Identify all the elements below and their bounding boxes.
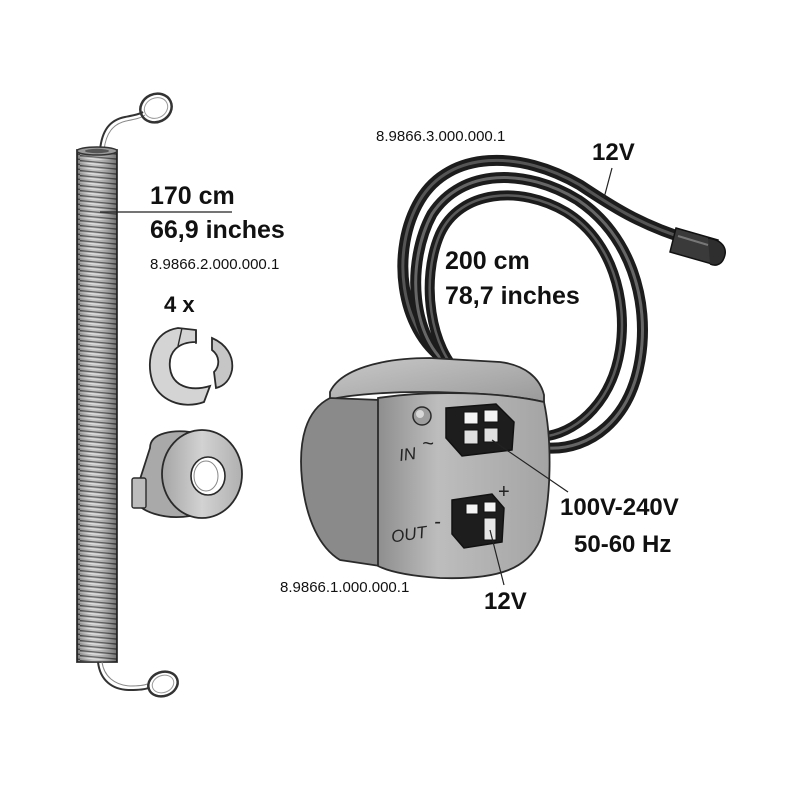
input-voltage-label: 100V-240V [560,494,679,521]
cable-part-number: 8.9866.3.000.000.1 [376,128,506,145]
cable-coil-illustration [397,154,696,454]
transformer-part-number: 8.9866.1.000.000.1 [280,579,410,596]
output-plus-symbol: + [498,481,510,503]
output-port-label: OUT [389,522,429,547]
grommet-quantity-label: 4 x [164,292,195,317]
output-minus-symbol: - [434,511,441,533]
grommet-illustration [131,429,243,519]
spring-part-number: 8.9866.2.000.000.1 [150,256,280,273]
spring-conduit-illustration [76,92,232,698]
input-ac-symbol: ~ [422,433,434,455]
spring-length-cm-label: 170 cm [150,182,235,210]
transformer-box-illustration [300,357,569,586]
input-port-label: IN [397,443,418,466]
cable-plug-illustration [603,167,726,266]
input-frequency-label: 50-60 Hz [574,531,672,558]
cable-length-cm-label: 200 cm [445,247,530,275]
cable-voltage-label: 12V [592,139,635,166]
split-ring-clip-illustration [148,327,234,406]
spring-length-inches-label: 66,9 inches [150,216,285,244]
cable-length-inches-label: 78,7 inches [445,282,580,310]
output-voltage-label: 12V [484,588,527,615]
